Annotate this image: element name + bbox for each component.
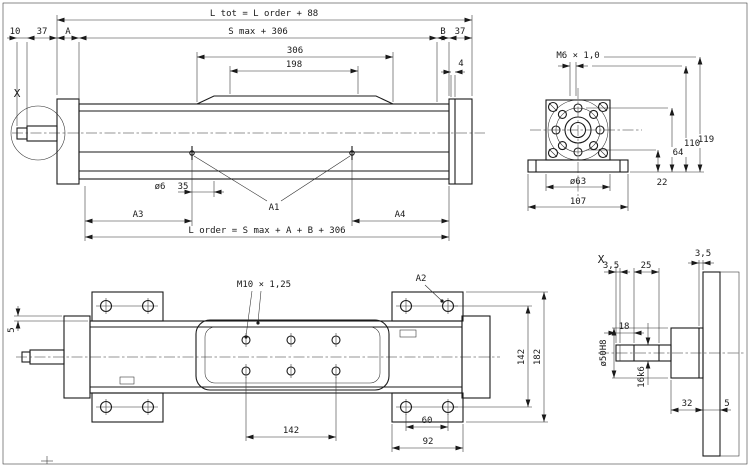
- carriage: [195, 319, 390, 391]
- dim-182: 182: [533, 349, 543, 365]
- housing-section: [719, 271, 740, 457]
- side-view-dimensions: [7, 15, 473, 241]
- top-rail: [196, 95, 394, 105]
- dim-l-tot: L tot = L order + 88: [210, 9, 318, 19]
- detail-x-view: X 3,5 25 3,5 ø50H8 18 16k6 32 5: [598, 249, 744, 457]
- label-plate-left: [119, 376, 135, 385]
- dim-107: 107: [570, 197, 586, 207]
- top-view-dimensions: [14, 284, 548, 452]
- dim-60: 60: [422, 416, 433, 426]
- detail-x-label: X: [14, 87, 21, 100]
- dim-92: 92: [423, 437, 434, 447]
- dim-A: A: [65, 27, 71, 37]
- mount-plate-lb: [91, 392, 164, 423]
- label-plate-right: [399, 329, 417, 338]
- main-tube: [78, 103, 450, 180]
- dim-dia50h8: ø50H8: [599, 339, 609, 366]
- dim-142-right: 142: [517, 349, 527, 365]
- dim-dia6: ø6: [155, 182, 166, 192]
- label-a1: A1: [269, 203, 280, 213]
- dim-dia63: ø63: [570, 177, 586, 187]
- dim-smax: S max + 306: [228, 27, 288, 37]
- end-view-dimensions: [527, 56, 704, 211]
- dim-306: 306: [287, 46, 303, 56]
- label-a4: A4: [395, 210, 406, 220]
- rod-tip: [16, 127, 28, 140]
- end-cap-plate: [702, 271, 721, 457]
- dim-4: 4: [458, 59, 463, 69]
- dim-10: 10: [10, 27, 21, 37]
- right-end-block: [448, 98, 473, 185]
- carriage-inner: [204, 326, 381, 384]
- piston-rod: [26, 125, 58, 142]
- mount-plate-rt: [391, 291, 464, 322]
- top-view-thin: [96, 298, 458, 415]
- left-end-block: [56, 98, 80, 185]
- detail-x-thin: [619, 271, 740, 457]
- detail-x-body: [615, 271, 721, 457]
- mount-plate-rb: [391, 392, 464, 423]
- dim-B: B: [440, 27, 445, 37]
- dim-198: 198: [286, 60, 302, 70]
- dim-110: 110: [684, 139, 700, 149]
- mount-plate-lt: [91, 291, 164, 322]
- dim-22: 22: [657, 178, 668, 188]
- end-view: M6 × 1,0 ø63 107 22 64 110 119: [527, 51, 719, 211]
- label-a3: A3: [133, 210, 144, 220]
- dim-32: 32: [682, 399, 693, 409]
- dim-3-5-right: 3,5: [695, 249, 711, 259]
- dim-37-right: 37: [455, 27, 466, 37]
- detail-x-dimensions: [604, 260, 731, 414]
- dim-35: 35: [178, 182, 189, 192]
- dim-18: 18: [619, 322, 630, 332]
- dim-16k6: 16k6: [637, 366, 647, 388]
- dim-5-left: 5: [7, 327, 17, 332]
- dim-3-5-left: 3,5: [603, 261, 619, 271]
- detail-x-title: X: [598, 253, 605, 266]
- dim-119: 119: [698, 135, 714, 145]
- dim-37-left: 37: [37, 27, 48, 37]
- side-view: L tot = L order + 88 10 37 A S max + 306…: [7, 9, 485, 241]
- dim-25: 25: [641, 261, 652, 271]
- dim-142-bottom: 142: [283, 426, 299, 436]
- dim-m6: M6 × 1,0: [556, 51, 599, 61]
- dim-5-plate: 5: [724, 399, 729, 409]
- top-view: M10 × 1,25 A2 5 142 182 142 60 92: [7, 274, 548, 452]
- dim-l-order: L order = S max + A + B + 306: [188, 226, 345, 236]
- dim-64: 64: [673, 148, 684, 158]
- label-a2: A2: [416, 274, 427, 284]
- dim-m10: M10 × 1,25: [237, 280, 291, 290]
- side-view-body: [16, 95, 473, 185]
